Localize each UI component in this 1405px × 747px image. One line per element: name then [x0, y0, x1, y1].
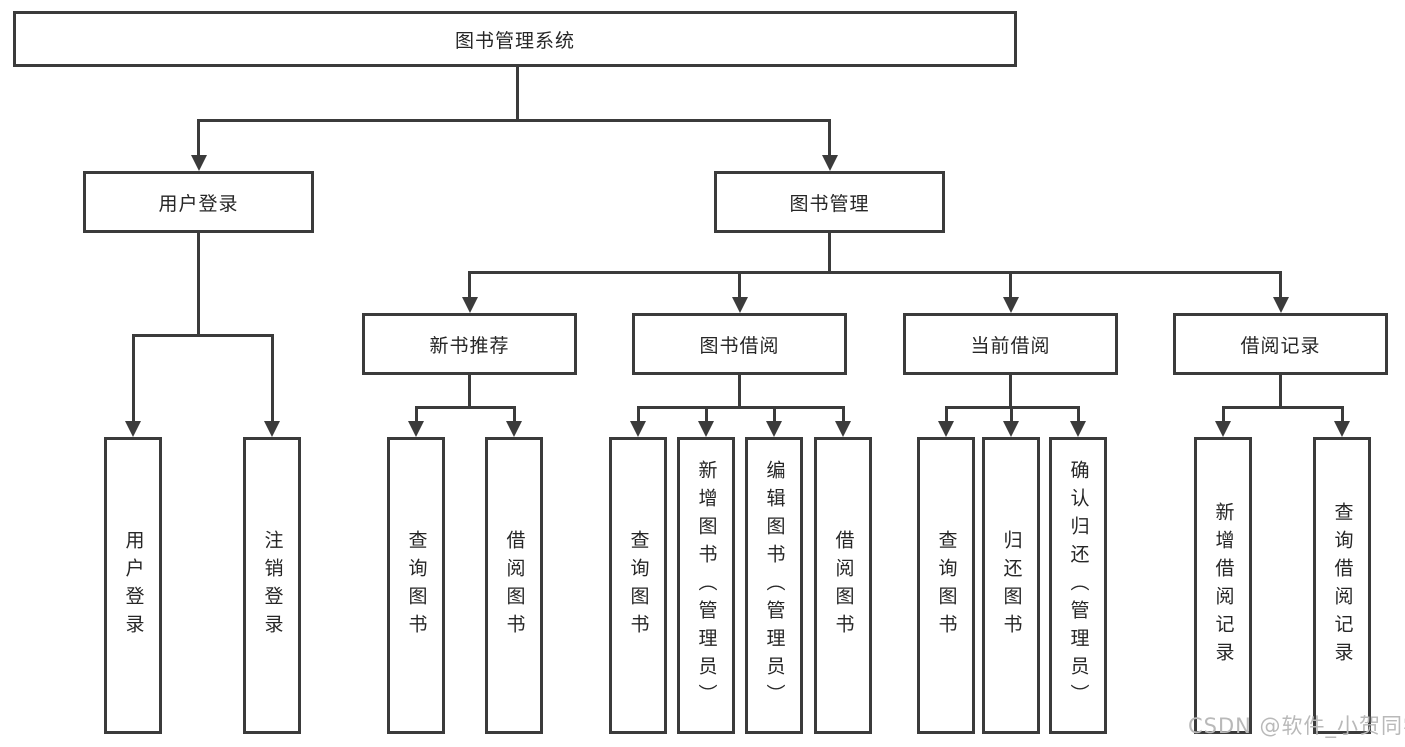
node-logout: 注销登录	[243, 437, 301, 734]
connector-line	[1221, 406, 1344, 409]
connector-line	[131, 334, 135, 422]
connector-line	[944, 406, 948, 422]
node-label: 用户登录	[122, 529, 145, 642]
connector-line	[1009, 271, 1012, 299]
connector-line	[197, 232, 200, 336]
connector-line	[704, 406, 708, 422]
connector-line	[131, 334, 274, 337]
node-library-management-system: 图书管理系统	[13, 11, 1017, 67]
connector-line	[414, 406, 418, 422]
connector-line	[197, 119, 200, 157]
connector-line	[738, 271, 741, 299]
arrow-down-icon	[698, 421, 714, 437]
arrow-down-icon	[506, 421, 522, 437]
arrow-down-icon	[125, 421, 141, 437]
node-new-book-recommendation: 新书推荐	[362, 313, 577, 375]
connector-line	[1221, 406, 1225, 422]
arrow-down-icon	[1215, 421, 1231, 437]
node-return-books: 归还图书	[982, 437, 1040, 734]
node-query-books-current: 查询图书	[917, 437, 975, 734]
node-label: 归还图书	[1000, 529, 1023, 642]
node-label: 查询借阅记录	[1331, 501, 1354, 670]
node-query-borrow-record: 查询借阅记录	[1313, 437, 1371, 734]
arrow-down-icon	[821, 155, 838, 171]
node-label: 新增借阅记录	[1212, 501, 1235, 670]
node-add-borrow-record: 新增借阅记录	[1194, 437, 1252, 734]
connector-line	[516, 66, 519, 121]
connector-line	[1340, 406, 1344, 422]
arrow-down-icon	[766, 421, 782, 437]
node-label: 查询图书	[405, 529, 428, 642]
connector-line	[468, 271, 471, 299]
arrow-down-icon	[731, 297, 748, 313]
node-label: 注销登录	[261, 529, 284, 642]
node-label: 编辑图书（管理员）	[763, 459, 786, 712]
arrow-down-icon	[630, 421, 646, 437]
arrow-down-icon	[835, 421, 851, 437]
connector-line	[636, 406, 640, 422]
arrow-down-icon	[408, 421, 424, 437]
arrow-down-icon	[461, 297, 478, 313]
node-label: 查询图书	[627, 529, 650, 642]
arrow-down-icon	[264, 421, 280, 437]
arrow-down-icon	[1334, 421, 1350, 437]
node-label: 当前借阅	[970, 334, 1051, 357]
node-label: 借阅图书	[832, 529, 855, 642]
connector-line	[636, 406, 845, 409]
node-add-books-admin: 新增图书（管理员）	[677, 437, 735, 734]
node-label: 新增图书（管理员）	[695, 459, 718, 712]
connector-line	[270, 334, 274, 422]
arrow-down-icon	[1003, 421, 1019, 437]
node-label: 借阅记录	[1240, 334, 1321, 357]
node-label: 新书推荐	[429, 334, 510, 357]
arrow-down-icon	[938, 421, 954, 437]
node-label: 图书管理系统	[454, 29, 575, 52]
node-label: 用户登录	[158, 192, 239, 215]
connector-line	[772, 406, 776, 422]
connector-line	[1009, 375, 1012, 409]
connector-line	[1279, 375, 1282, 409]
connector-line	[828, 232, 831, 273]
node-borrowing-records: 借阅记录	[1173, 313, 1388, 375]
node-confirm-return-admin: 确认归还（管理员）	[1049, 437, 1107, 734]
node-label: 查询图书	[935, 529, 958, 642]
arrow-down-icon	[1070, 421, 1086, 437]
node-borrow-books: 借阅图书	[814, 437, 872, 734]
connector-line	[414, 406, 516, 409]
node-label: 确认归还（管理员）	[1067, 459, 1090, 712]
connector-line	[828, 119, 831, 157]
connector-line	[468, 271, 1282, 274]
connector-line	[197, 119, 831, 122]
arrow-down-icon	[1002, 297, 1019, 313]
node-label: 图书借阅	[699, 334, 780, 357]
node-query-books-borrowing: 查询图书	[609, 437, 667, 734]
node-label: 借阅图书	[503, 529, 526, 642]
connector-line	[1279, 271, 1282, 299]
node-user-login: 用户登录	[83, 171, 314, 233]
arrow-down-icon	[1272, 297, 1289, 313]
node-edit-books-admin: 编辑图书（管理员）	[745, 437, 803, 734]
node-book-borrowing: 图书借阅	[632, 313, 847, 375]
connector-line	[468, 375, 471, 409]
connector-line	[1076, 406, 1080, 422]
node-book-management: 图书管理	[714, 171, 945, 233]
node-borrow-books-recommend: 借阅图书	[485, 437, 543, 734]
connector-line	[1009, 406, 1013, 422]
node-user-login-leaf: 用户登录	[104, 437, 162, 734]
node-query-books-recommend: 查询图书	[387, 437, 445, 734]
csdn-watermark: CSDN @软件_小贺同学	[1188, 714, 1405, 738]
arrow-down-icon	[190, 155, 207, 171]
connector-line	[738, 375, 741, 409]
node-label: 图书管理	[789, 192, 870, 215]
node-current-borrowing: 当前借阅	[903, 313, 1118, 375]
connector-line	[841, 406, 845, 422]
connector-line	[512, 406, 516, 422]
